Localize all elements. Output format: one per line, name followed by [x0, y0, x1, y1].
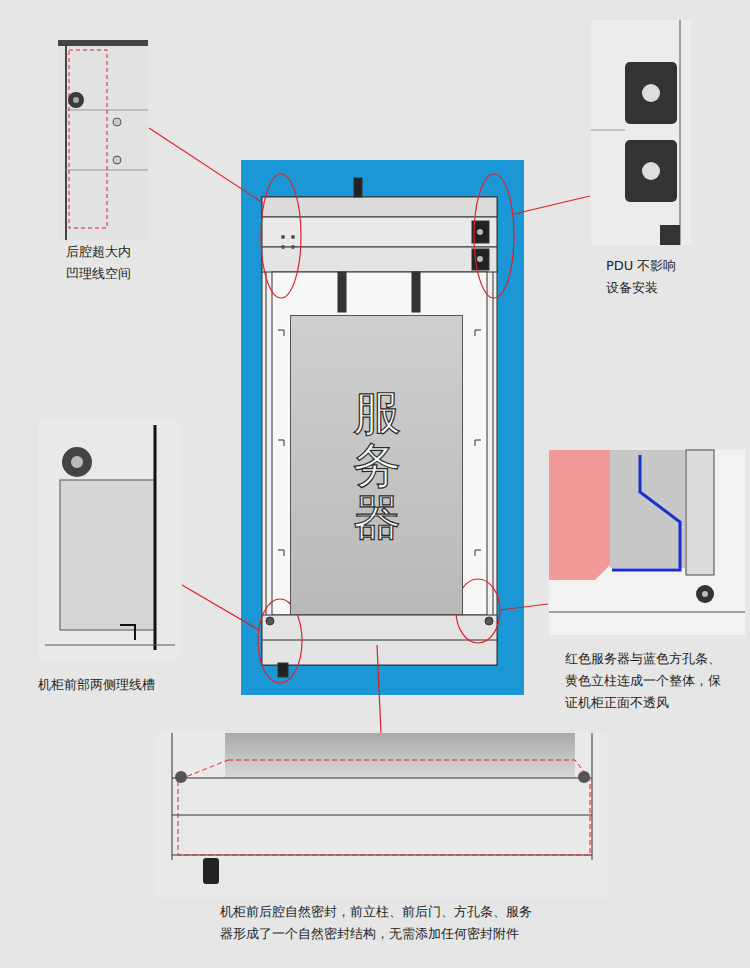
inset-seal-detail — [549, 450, 745, 635]
callout-note: 机柜前部两侧理线槽 — [38, 674, 155, 696]
server-label: 服务器 — [353, 386, 401, 544]
callout-note: 机柜前后腔自然密封，前立柱、前后门、方孔条、服务器形成了一个自然密封结构，无需添… — [220, 901, 540, 945]
callout-note: 红色服务器与蓝色方孔条、黄色立柱连成一个整体，保证机柜正面不透风 — [565, 648, 731, 714]
inset-front-seal — [157, 733, 607, 898]
inset-front-cable-slot — [38, 420, 180, 660]
highlight-ellipses — [149, 128, 590, 733]
callout-note: PDU 不影响设备安装 — [606, 255, 688, 299]
inset-rear-cavity — [58, 40, 148, 240]
callout-note: 后腔超大内凹理线空间 — [66, 241, 136, 285]
rack-top-view — [262, 178, 497, 677]
server-block: 服务器 — [290, 315, 463, 615]
blue-panel — [241, 160, 524, 695]
inset-pdu — [591, 20, 691, 245]
